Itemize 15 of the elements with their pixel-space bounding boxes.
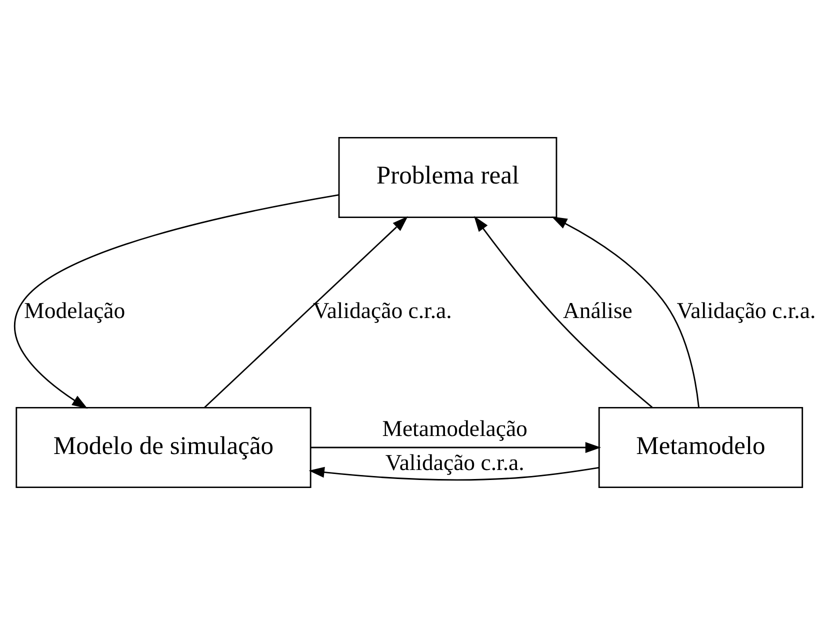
- node-box: Problema real: [338, 136, 558, 218]
- node-box: Metamodelo: [598, 407, 804, 488]
- arrow: [308, 466, 599, 481]
- node-box: Modelo de simulação: [16, 407, 312, 488]
- edge-label: Validação c.r.a.: [385, 450, 524, 475]
- arrow: [551, 216, 700, 408]
- arrow: [310, 442, 602, 453]
- arrow: [14, 194, 339, 409]
- arrow: [204, 216, 408, 408]
- arrow: [474, 216, 653, 408]
- edge-label: Validação c.r.a.: [312, 298, 452, 323]
- edge-label: Validação c.r.a.: [676, 298, 816, 323]
- edge-label: Metamodelação: [382, 416, 528, 441]
- edge-label: Análise: [562, 298, 632, 323]
- edge-label: Modelação: [24, 298, 126, 323]
